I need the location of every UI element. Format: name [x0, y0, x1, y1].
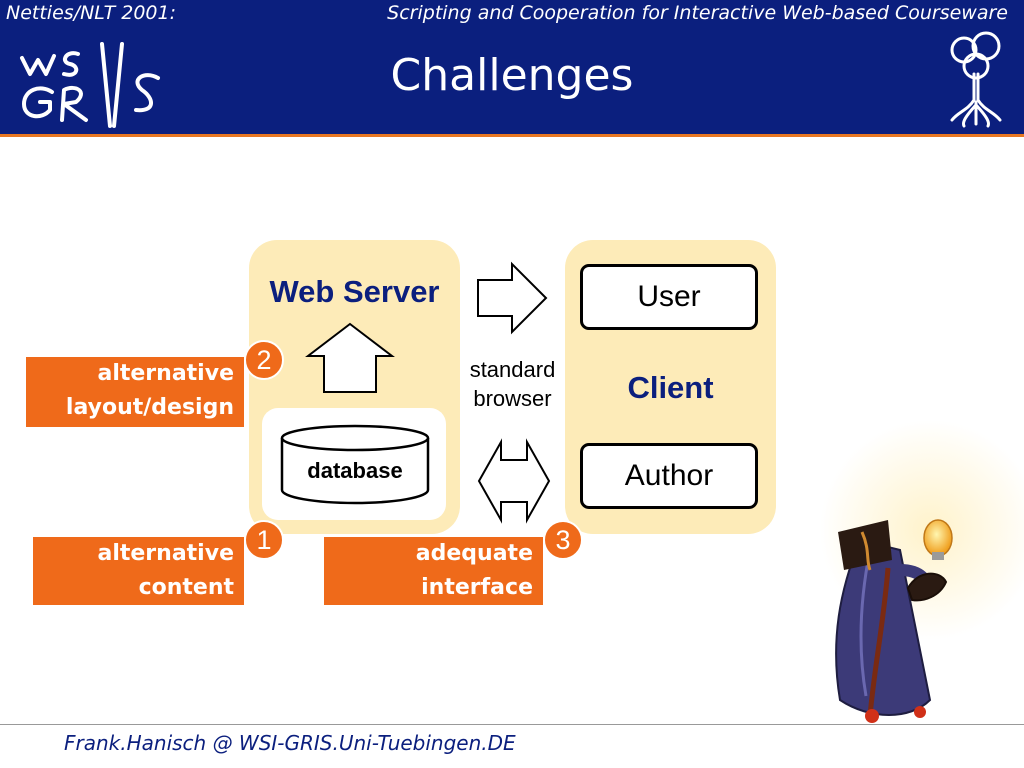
- number-badge: 2: [244, 340, 284, 380]
- number-badge: 3: [543, 520, 583, 560]
- wizard-mascot-illustration: [820, 420, 1024, 723]
- database-cylinder: [280, 424, 430, 505]
- standard-browser-label: standard browser: [455, 355, 570, 413]
- connector-label-line2: browser: [473, 386, 552, 411]
- author-box: Author: [580, 443, 758, 509]
- callout-alternative-layout: alternative layout/design: [26, 357, 244, 427]
- database-label: database: [307, 458, 403, 483]
- callout-line2: interface: [421, 575, 533, 600]
- callout-line1: alternative: [97, 541, 234, 566]
- bidirectional-arrow-icon: [477, 438, 551, 524]
- callout-line2: content: [138, 575, 234, 600]
- wsi-gris-logo: [20, 42, 160, 128]
- client-label: Client: [627, 370, 714, 405]
- web-server-label: Web Server: [269, 274, 440, 309]
- conference-label: Netties/NLT 2001:: [6, 2, 176, 24]
- header-divider: [0, 134, 1024, 137]
- number-badge: 1: [244, 520, 284, 560]
- callout-line2: layout/design: [65, 395, 234, 420]
- connector-label-line1: standard: [469, 357, 556, 382]
- slide-title: Challenges: [390, 50, 634, 101]
- user-box: User: [580, 264, 758, 330]
- footer-divider: [0, 724, 1024, 725]
- callout-line1: adequate: [415, 541, 533, 566]
- callout-alternative-content: alternative content: [33, 537, 244, 605]
- callout-adequate-interface: adequate interface: [324, 537, 543, 605]
- up-arrow-icon: [305, 322, 395, 393]
- right-arrow-icon: [477, 261, 548, 335]
- tree-logo: [950, 31, 1002, 128]
- author-contact: Frank.Hanisch @ WSI-GRIS.Uni-Tuebingen.D…: [64, 731, 516, 755]
- header-bar: [0, 0, 1024, 134]
- callout-line1: alternative: [97, 361, 234, 386]
- presentation-subtitle: Scripting and Cooperation for Interactiv…: [387, 2, 1008, 24]
